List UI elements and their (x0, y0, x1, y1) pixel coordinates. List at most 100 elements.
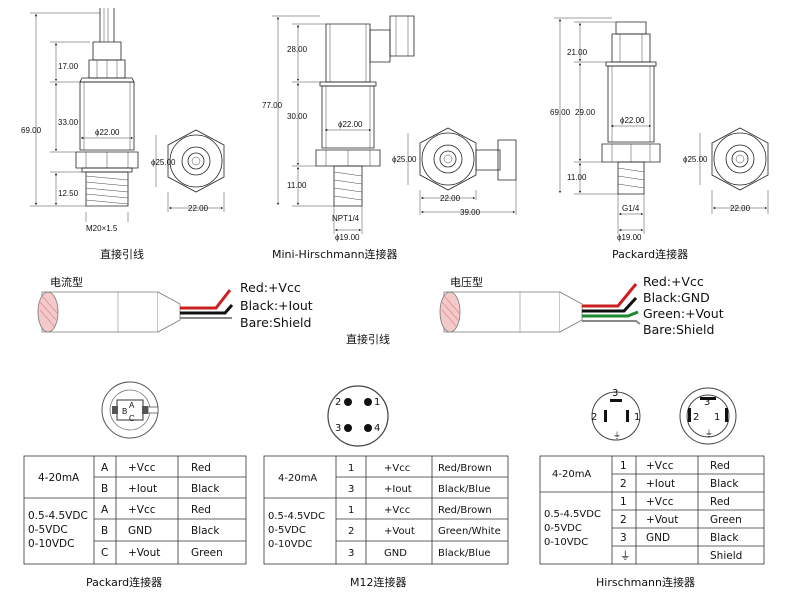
dim-phi22: ϕ22.00 (338, 120, 363, 129)
label-voltage-type: 电压型 (450, 275, 483, 289)
svg-text:⏚: ⏚ (620, 550, 631, 562)
dim-side-39: 39.00 (460, 208, 481, 217)
svg-text:+Vout: +Vout (384, 526, 415, 537)
caption-direct-cable: 直接引线 (100, 247, 144, 261)
m12-group2-l3: 0-10VDC (268, 539, 312, 550)
packard-group1: 4-20mA (38, 472, 80, 484)
table-row: 2 +Vout Green (620, 514, 742, 526)
drawing-direct-cable: 17.00 33.00 69.00 12.50 ϕ22.00 M20×1.5 2… (21, 8, 225, 261)
caption-packard: Packard连接器 (612, 248, 688, 261)
svg-text:+Iout: +Iout (646, 478, 675, 490)
svg-text:Shield: Shield (710, 550, 742, 562)
dim-phi22: ϕ22.00 (95, 128, 120, 137)
m12-pin-1: 1 (374, 397, 380, 408)
caption-packard-bottom: Packard连接器 (86, 576, 162, 589)
label-current-type: 电流型 (50, 275, 83, 289)
wire-red (180, 289, 232, 310)
table-row: 2 +Iout Black (620, 478, 739, 490)
svg-text:Red/Brown: Red/Brown (438, 505, 492, 516)
svg-text:Black/Blue: Black/Blue (438, 484, 491, 495)
hirsch-b-pin-3: 3 (704, 397, 710, 408)
dim-npt: NPT1/4 (332, 214, 360, 223)
dim-phi19: ϕ19.00 (335, 233, 360, 242)
wiring-voltage-type: 电压型 Red:+Vcc Black:GND Green:+Vout Bare:… (439, 274, 724, 337)
m12-connector-face: 2 1 3 4 (327, 385, 389, 447)
caption-hirschmann-bottom: Hirschmann连接器 (596, 576, 695, 589)
dim-17: 17.00 (58, 62, 79, 71)
dim-29: 29.00 (575, 108, 596, 117)
dim-phi19: ϕ19.00 (617, 233, 642, 242)
svg-text:GND: GND (128, 525, 152, 537)
dim-side-phi25: ϕ25.00 (392, 155, 417, 164)
hirschmann-connector-face: 3 2 1 ⏚ 3 2 1 ⏚ (591, 387, 737, 445)
wire-label-black: Black:GND (643, 290, 710, 305)
wire-black (180, 304, 234, 315)
svg-text:2: 2 (620, 514, 627, 526)
svg-text:Red: Red (191, 504, 211, 516)
svg-text:Black: Black (191, 483, 220, 495)
svg-text:+Vout: +Vout (646, 514, 678, 526)
packard-pin-b: B (122, 407, 127, 416)
svg-text:A: A (101, 462, 109, 474)
table-row: C +Vout Green (101, 547, 223, 559)
packard-connector-face: A B C (101, 381, 159, 439)
hirsch-group2-l2: 0-5VDC (544, 523, 582, 534)
svg-text:Green/White: Green/White (438, 526, 501, 537)
dim-69: 69.00 (550, 108, 571, 117)
svg-text:Red/Brown: Red/Brown (438, 463, 492, 474)
table-row: 1 +Vcc Red/Brown (348, 505, 492, 516)
wire-label-green: Green:+Vout (643, 306, 724, 321)
table-row: 1 +Vcc Red (620, 460, 730, 472)
dim-21: 21.00 (567, 48, 588, 57)
svg-text:C: C (101, 547, 108, 559)
table-row: B GND Black (101, 525, 220, 537)
dim-28: 28.00 (287, 45, 308, 54)
packard-group2-l2: 0-5VDC (28, 524, 68, 536)
svg-text:+Vcc: +Vcc (646, 460, 674, 472)
svg-text:3: 3 (348, 484, 354, 495)
svg-text:Black/Blue: Black/Blue (438, 548, 491, 559)
hirsch-pin-3: 3 (612, 388, 618, 399)
m12-pin-2: 2 (335, 397, 341, 408)
dim-side-22: 22.00 (440, 194, 461, 203)
dim-phi25: ϕ25.00 (683, 155, 708, 164)
svg-text:+Iout: +Iout (384, 484, 412, 495)
table-row: ⏚ Shield (620, 550, 742, 562)
dim-g14: G1/4 (622, 204, 640, 213)
table-row: 3 +Iout Black/Blue (348, 484, 491, 495)
packard-pin-c: C (129, 414, 135, 423)
svg-text:3: 3 (620, 532, 627, 544)
svg-text:+Vcc: +Vcc (384, 463, 410, 474)
dim-phi25: ϕ25.00 (151, 158, 176, 167)
dim-11: 11.00 (567, 173, 587, 182)
svg-text:Red: Red (710, 496, 730, 508)
table-row: 2 +Vout Green/White (348, 526, 501, 537)
svg-text:GND: GND (384, 548, 407, 559)
svg-text:Black: Black (191, 525, 220, 537)
svg-text:+Vout: +Vout (128, 547, 160, 559)
m12-pin-4: 4 (374, 423, 380, 434)
svg-text:+Vcc: +Vcc (384, 505, 410, 516)
packard-group2-l1: 0.5-4.5VDC (28, 510, 88, 522)
hirsch-pin-2: 2 (591, 412, 597, 423)
svg-text:1: 1 (348, 463, 354, 474)
drawing-packard: 21.00 29.00 69.00 11.00 ϕ22.00 G1/4 ϕ19.… (550, 17, 769, 261)
m12-pin-3: 3 (335, 423, 341, 434)
dim-12-50: 12.50 (58, 189, 79, 198)
table-hirschmann: 4-20mA 0.5-4.5VDC 0-5VDC 0-10VDC 1 +Vcc … (539, 455, 765, 565)
svg-text:Green: Green (710, 514, 742, 526)
table-row: 3 GND Black/Blue (348, 548, 491, 559)
table-row: 3 GND Black (620, 532, 739, 544)
hirsch-pin-ground: ⏚ (613, 431, 621, 440)
drawing-mini-hirschmann: 28.00 30.00 77.00 11.00 ϕ22.00 NPT1/4 ϕ1… (262, 15, 517, 261)
packard-group2-l3: 0-10VDC (28, 538, 74, 550)
table-m12: 4-20mA 0.5-4.5VDC 0-5VDC 0-10VDC 1 +Vcc … (263, 455, 509, 565)
hirsch-group2-l3: 0-10VDC (544, 537, 588, 548)
svg-text:1: 1 (620, 460, 627, 472)
wire-label-black: Black:+Iout (240, 298, 313, 313)
dim-phi22: ϕ22.00 (620, 116, 645, 125)
dim-77: 77.00 (262, 101, 283, 110)
dim-33: 33.00 (58, 118, 79, 127)
svg-text:+Vcc: +Vcc (646, 496, 674, 508)
